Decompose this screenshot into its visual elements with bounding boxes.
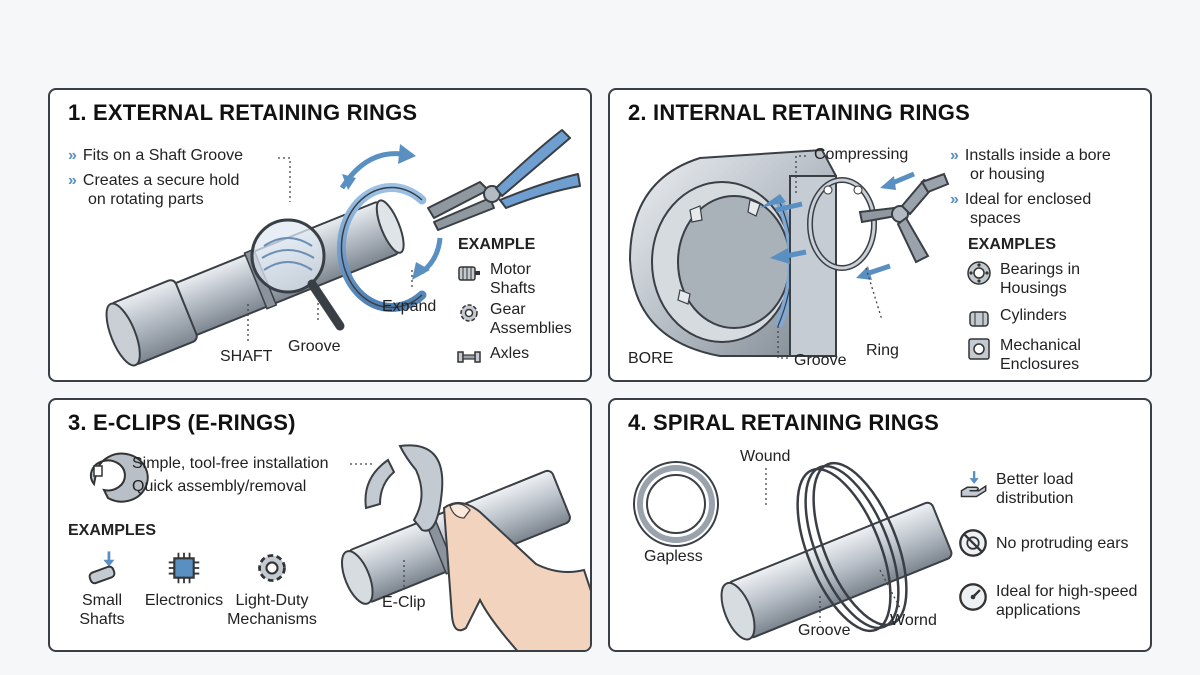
feature-label: Better load [996,471,1074,488]
small-shaft-icon [88,551,116,585]
label-bore: BORE [628,350,674,367]
panel-title: 1. EXTERNAL RETAINING RINGS [68,100,418,125]
label-groove: Groove [288,338,341,355]
e-clip-illustration [89,444,590,650]
bullet-item: spaces [970,210,1021,227]
example-label: Housings [1000,280,1067,297]
enclosure-icon [968,338,990,360]
bullet-item: on rotating parts [88,191,204,208]
label-shaft: SHAFT [220,348,273,365]
panel-e-clips: 3. E-CLIPS (E-RINGS) Simple, tool-free i… [48,398,592,652]
example-item: Axles [456,344,529,370]
feature-label: Ideal for high-speed [996,583,1138,600]
example-label: Electronics [144,592,224,609]
label-compressing: Compressing [814,146,909,163]
panel-title: 4. SPIRAL RETAINING RINGS [628,410,940,435]
load-hand-icon [960,471,987,498]
panel-title: 3. E-CLIPS (E-RINGS) [68,410,296,435]
example-heading: EXAMPLE [458,236,536,253]
example-label: Cylinders [1000,307,1067,324]
feature-label: applications [996,602,1081,619]
feature-item: Quick assembly/removal [132,478,307,495]
example-item: Electronics [138,550,230,610]
label-e-clip: E-Clip [382,594,426,611]
gauge-icon [959,583,987,611]
e-clip-icon [89,452,149,503]
label-groove: Groove [794,352,847,369]
example-item: Cylinders [966,306,1067,332]
label-groove: Groove [798,622,851,639]
no-ears-icon [959,529,987,557]
bullet-item: or housing [970,166,1045,183]
label-wornd: Wornd [890,612,937,629]
gear-icon [460,304,478,322]
internal-ring-illustration [628,148,950,359]
example-label: Enclosures [1000,356,1080,373]
example-label: Axles [490,345,530,362]
label-gapless: Gapless [644,548,703,565]
feature-item: Better load distribution [958,470,1073,508]
label-wound: Wound [740,448,791,465]
feature-label: No protruding ears [996,535,1129,552]
feature-item: Simple, tool-free installation [132,455,329,472]
panel-spiral-rings: 4. SPIRAL RETAINING RINGS Wound Ga [608,398,1152,652]
bullet-list: »Installs inside a bore or housing »Idea… [950,146,1111,228]
panel-external-rings: 1. EXTERNAL RETAINING RINGS »Fits on a S… [48,88,592,382]
feature-label: distribution [996,490,1074,507]
example-label: Mechanical [1000,337,1081,354]
example-label: Shafts [79,611,125,628]
example-label: Small [81,592,122,609]
bearing-icon [967,261,991,285]
spiral-ring-illustration [633,461,953,641]
label-ring: Ring [866,342,899,359]
panel-title: 2. INTERNAL RETAINING RINGS [628,100,970,125]
example-label: Motor [490,261,531,278]
example-item: Bearings in Housings [966,260,1080,298]
external-ring-illustration [105,129,581,367]
example-label: Assemblies [490,320,572,337]
bullet-list: »Fits on a Shaft Groove »Creates a secur… [68,146,243,209]
motor-icon [458,266,480,281]
cog-icon [258,554,286,582]
feature-item: No protruding ears [958,528,1129,558]
axle-icon [457,351,481,363]
cylinder-icon [969,311,989,327]
feature-item: Ideal for high-speed applications [958,582,1137,620]
bullet-item: »Ideal for enclosed [950,191,1092,208]
example-heading: EXAMPLES [968,236,1057,253]
bullet-item: »Creates a secure hold [68,172,240,189]
chip-icon [168,552,200,584]
example-label: Shafts [490,280,536,297]
bullet-item: »Fits on a Shaft Groove [68,147,243,164]
label-expand: Expand [382,298,437,315]
example-label: Gear [490,301,526,318]
feature-list: Simple, tool-free installation Quick ass… [132,454,329,496]
example-heading: EXAMPLES [68,522,157,539]
example-label: Mechanisms [227,611,317,628]
panel-internal-rings: 2. INTERNAL RETAINING RINGS [608,88,1152,382]
example-label: Bearings in [1000,261,1081,278]
bullet-item: »Installs inside a bore [950,147,1111,164]
example-label: Light-Duty [235,592,309,609]
